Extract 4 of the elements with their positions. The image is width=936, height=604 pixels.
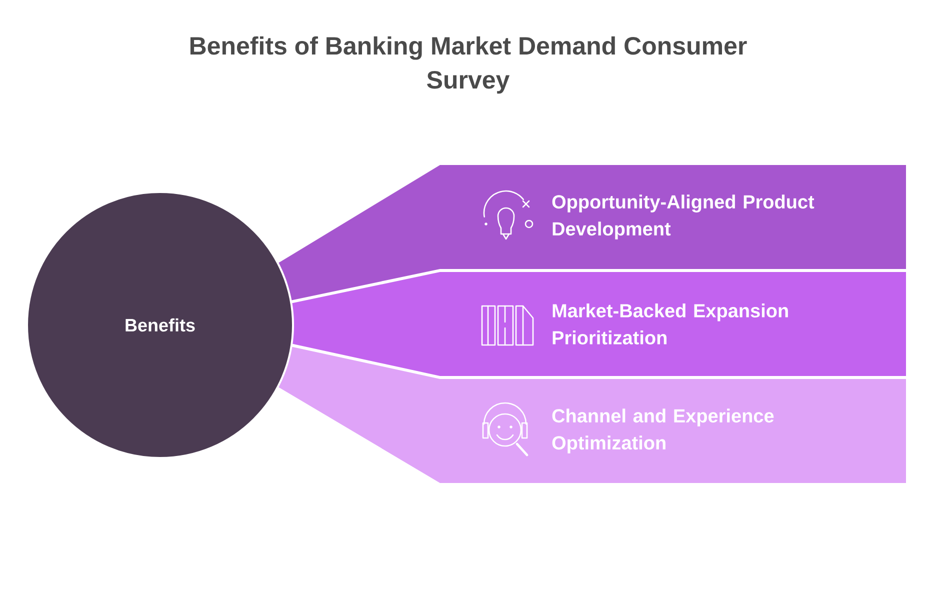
title: Benefits of Banking Market Demand Consumer Survey (190, 36, 747, 94)
band: Channel and Experience Optimization (278, 346, 906, 483)
band: Market-Backed Expansion Prioritization (292, 272, 906, 376)
band: Opportunity-Aligned Product Development (278, 165, 906, 300)
